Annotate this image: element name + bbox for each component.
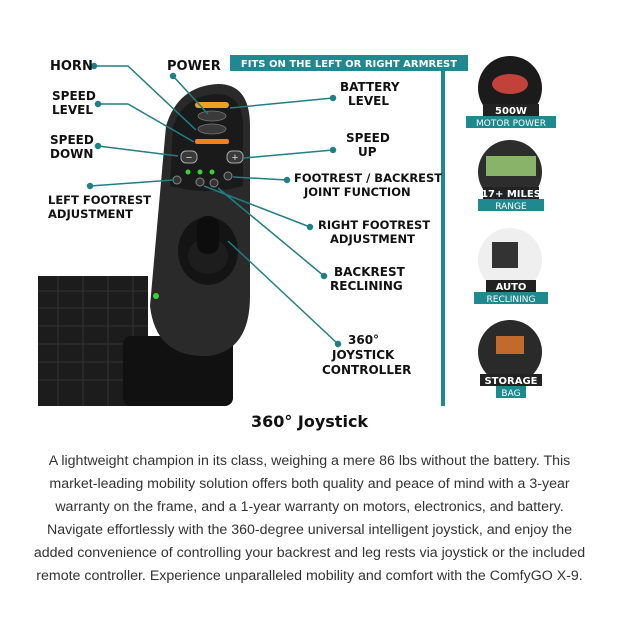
speed-down-button[interactable] — [180, 150, 198, 164]
speed-down-label-2: DOWN — [50, 147, 93, 161]
feature-storage: STORAGE BAG — [478, 320, 542, 399]
fits-banner — [230, 55, 468, 71]
feature-2-line1: 17+ MILES — [481, 189, 541, 200]
svg-text:RIGHT FOOTREST ADJUSTMENT: RIGHT FOOTREST ADJUSTMENT — [318, 218, 434, 246]
backrest-callout — [217, 187, 325, 277]
speed-down-label-1: SPEED — [50, 133, 94, 147]
joystick-callout — [227, 240, 339, 345]
right-footrest-callout — [203, 185, 311, 228]
feature-1-line2: MOTOR POWER — [476, 119, 546, 129]
status-led — [153, 293, 159, 299]
footrest-joint-label-2: JOINT FUNCTION — [303, 185, 411, 199]
speed-up-label-1: SPEED — [346, 131, 390, 145]
right-footrest-button[interactable] — [195, 177, 205, 187]
svg-text:SPEED UP: SPEED UP — [346, 131, 394, 159]
footrest-joint-callout — [232, 176, 288, 181]
joint-led — [197, 169, 203, 175]
svg-text:FOOTREST / BACKREST JOINT: FOOTREST / BACKREST JOINT FUNCTION — [294, 171, 446, 199]
speed-level-indicator — [195, 139, 229, 144]
minus-icon: − — [186, 152, 192, 164]
speed-up-button[interactable] — [226, 150, 244, 164]
feature-motor: 500W MOTOR POWER — [466, 56, 556, 129]
svg-text:360° JOYSTICK CONTROLL: 360° JOYSTICK CONTROLLER — [322, 333, 411, 377]
battery-level-indicator — [195, 102, 229, 108]
footrest-joint-label-1: FOOTREST / BACKREST — [294, 171, 442, 185]
battery-callout — [229, 97, 334, 109]
speed-level-callout — [98, 103, 195, 143]
backrest-label-2: RECLINING — [330, 279, 403, 293]
left-footrest-button[interactable] — [172, 175, 182, 185]
backrest-recline-button[interactable] — [209, 178, 219, 188]
power-button[interactable] — [197, 110, 227, 122]
feature-2-line2: RANGE — [495, 202, 527, 212]
recline-led — [209, 169, 215, 175]
svg-text:SPEED LEVEL: SPEED LEVEL — [52, 89, 100, 117]
svg-text:SPEED DOWN: SPEED DOWN — [50, 133, 98, 161]
power-label: POWER — [167, 59, 221, 74]
svg-text:BACKREST RECLINING: BACKREST RECLINING — [330, 265, 409, 293]
svg-text:BATTERY LEVEL: BATTERY LEVEL — [340, 80, 404, 108]
joystick-infographic: − + FITS ON THE LEFT OR RIGHT — [38, 46, 565, 406]
power-callout — [172, 75, 209, 115]
battery-label-1: BATTERY — [340, 80, 400, 94]
speed-level-label-1: SPEED — [52, 89, 96, 103]
plus-icon: + — [232, 152, 238, 164]
joystick-label-2: JOYSTICK — [331, 348, 395, 362]
joystick-label-1: 360° — [348, 333, 379, 347]
speed-level-label-2: LEVEL — [52, 103, 93, 117]
feature-reclining: AUTO RECLINING — [474, 228, 548, 305]
left-footrest-label-1: LEFT FOOTREST — [48, 193, 151, 207]
right-footrest-label-2: ADJUSTMENT — [330, 232, 415, 246]
speed-up-label-2: UP — [358, 145, 377, 159]
battery-label-2: LEVEL — [348, 94, 389, 108]
feature-4-line1: STORAGE — [484, 376, 537, 387]
vertical-divider — [441, 71, 445, 406]
joystick-label-3: CONTROLLER — [322, 363, 411, 377]
svg-text:LEFT FOOTREST ADJUSTMENT: LEFT FOOTREST ADJUSTMENT — [48, 193, 155, 221]
feature-range: 17+ MILES RANGE — [478, 140, 544, 212]
feature-3-line1: AUTO — [496, 282, 527, 293]
feature-1-line1: 500W — [495, 106, 527, 117]
fits-banner-text: FITS ON THE LEFT OR RIGHT ARMREST — [241, 59, 457, 70]
left-footrest-callout — [89, 179, 174, 187]
right-footrest-label-1: RIGHT FOOTREST — [318, 218, 430, 232]
footrest-led — [185, 169, 191, 175]
speed-up-callout — [243, 149, 334, 159]
joystick-knob[interactable] — [197, 216, 219, 254]
horn-label: HORN — [50, 59, 93, 74]
product-description: A lightweight champion in its class, wei… — [33, 453, 586, 584]
backrest-label-1: BACKREST — [334, 265, 406, 279]
footrest-joint-button[interactable] — [223, 171, 233, 181]
horn-button[interactable] — [197, 123, 227, 135]
horn-callout — [94, 65, 197, 131]
feature-4-line2: BAG — [501, 389, 520, 399]
image-caption: 360° Joystick — [250, 412, 369, 431]
feature-3-line2: RECLINING — [487, 295, 536, 305]
left-footrest-label-2: ADJUSTMENT — [48, 207, 133, 221]
speed-down-callout — [97, 145, 179, 157]
